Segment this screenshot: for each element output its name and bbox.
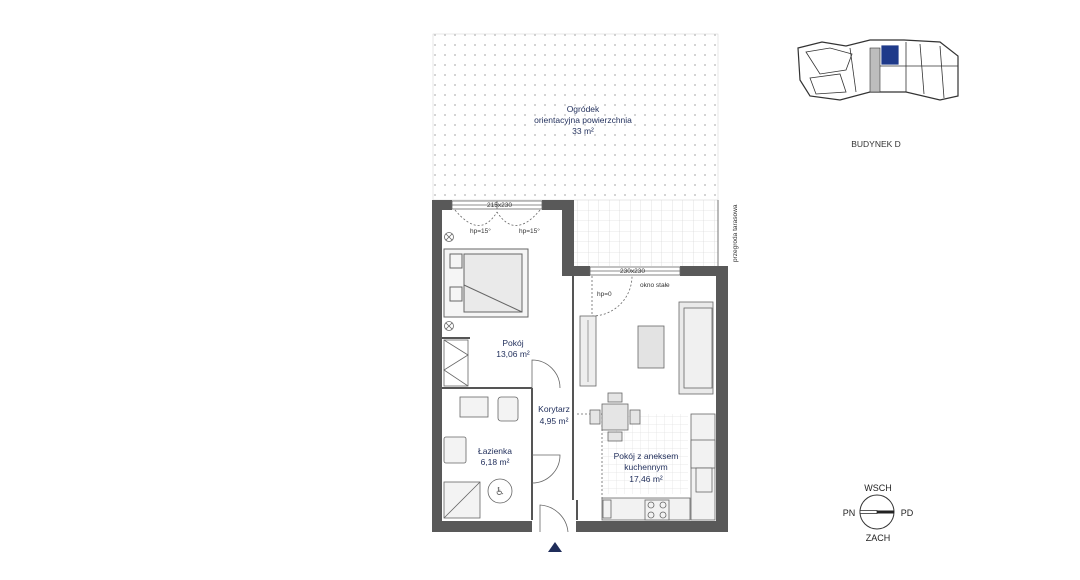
vent-icon	[444, 232, 454, 331]
window-top	[451, 200, 543, 226]
compass-icon	[859, 494, 895, 530]
svg-text:4,95 m²: 4,95 m²	[540, 416, 569, 426]
svg-text:13,06 m²: 13,06 m²	[496, 349, 530, 359]
svg-text:orientacyjna powierzchnia: orientacyjna powierzchnia	[534, 115, 632, 125]
compass-south: ZACH	[866, 533, 891, 543]
compass-east: PD	[901, 508, 914, 518]
partitions	[442, 276, 578, 520]
korytarz-label: Korytarz 4,95 m²	[538, 404, 570, 426]
okno-stale-label: okno stałe	[640, 282, 670, 289]
svg-text:Ogródek: Ogródek	[567, 104, 600, 114]
bathroom-fixtures: ♿	[443, 396, 519, 519]
window-mid-dim: 230x230	[620, 268, 645, 275]
window-top-dim: 215x230	[487, 202, 512, 209]
building-label: BUDYNEK D	[851, 139, 901, 149]
dining-table	[589, 392, 641, 442]
svg-text:Łazienka: Łazienka	[478, 446, 512, 456]
window-mid	[589, 266, 681, 317]
hp-right-label: hp=15°	[519, 227, 540, 235]
svg-text:17,46 m²: 17,46 m²	[629, 474, 663, 484]
svg-text:♿: ♿	[495, 485, 505, 498]
compass-west: PN	[843, 508, 856, 518]
pokoj-aneks-label: Pokój z aneksem kuchennym 17,46 m²	[614, 451, 679, 484]
svg-text:Pokój: Pokój	[502, 338, 523, 348]
bed	[443, 248, 529, 318]
compass-north: WSCH	[864, 483, 892, 493]
svg-text:Pokój z aneksem: Pokój z aneksem	[614, 451, 679, 461]
wardrobe	[443, 339, 469, 387]
lazienka-label: Łazienka 6,18 m²	[478, 446, 512, 467]
garden-area	[432, 33, 719, 201]
garden-label: Ogródek orientacyjna powierzchnia 33 m²	[534, 104, 632, 136]
entrance-arrow-icon	[548, 542, 562, 552]
svg-text:Korytarz: Korytarz	[538, 404, 570, 414]
building-key-plan	[797, 39, 959, 101]
svg-text:6,18 m²: 6,18 m²	[481, 457, 510, 467]
svg-text:kuchennym: kuchennym	[624, 462, 667, 472]
kitchen-counter	[601, 413, 716, 521]
hp-left-label: hp=15°	[470, 227, 491, 235]
walls	[432, 200, 728, 532]
living-furniture	[579, 301, 714, 395]
hp-zero-label: hp=0	[597, 291, 612, 298]
svg-text:33 m²: 33 m²	[572, 126, 594, 136]
pokoj-label: Pokój 13,06 m²	[496, 338, 530, 359]
terrace-area	[574, 200, 718, 266]
przegroda-label: przegroda tarasowa	[732, 204, 739, 262]
